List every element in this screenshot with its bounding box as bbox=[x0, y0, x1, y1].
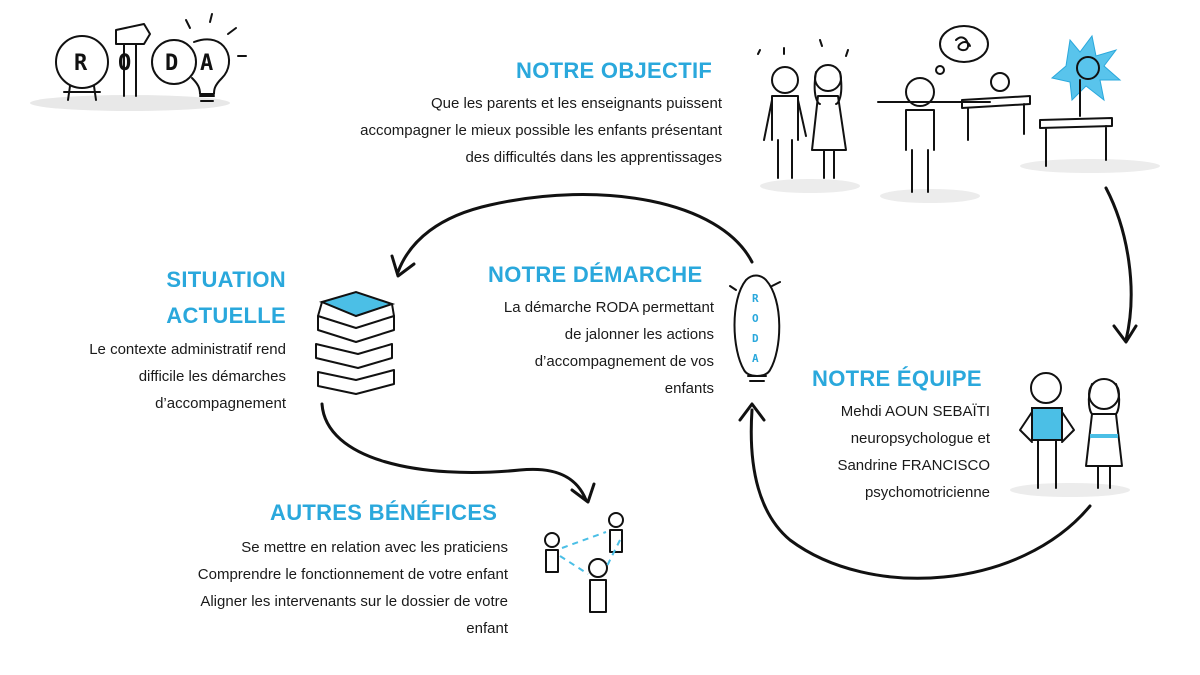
demarche-line: d’accompagnement de vos bbox=[534, 353, 714, 370]
equipe-line: neuropsychologue et bbox=[850, 430, 990, 447]
benefices-title: AUTRES BÉNÉFICES bbox=[270, 500, 498, 525]
objectif-text: Que les parents et les enseignants puiss… bbox=[360, 90, 722, 171]
equipe-line: Sandrine FRANCISCO bbox=[837, 457, 990, 474]
logo-letter-o: O bbox=[118, 51, 131, 76]
demarche-text: La démarche RODA permettant de jalonner … bbox=[504, 294, 714, 402]
svg-text:R: R bbox=[752, 292, 759, 305]
network-people-icon bbox=[544, 512, 624, 613]
demarche-line: enfants bbox=[664, 380, 714, 397]
benefices-line: Se mettre en relation avec les praticien… bbox=[241, 539, 508, 556]
benefices-line: Aligner les intervenants sur le dossier … bbox=[200, 593, 508, 610]
equipe-line: Mehdi AOUN SEBAÏTI bbox=[840, 403, 990, 420]
situation-line: difficile les démarches bbox=[138, 368, 286, 385]
roda-lightbulb-icon: R O D A bbox=[729, 274, 781, 382]
situation-text: Le contexte administratif rend difficile… bbox=[89, 336, 286, 417]
logo-letter-d: D bbox=[165, 51, 178, 76]
demarche-title: NOTRE DÉMARCHE bbox=[488, 262, 703, 287]
books-stack-icon bbox=[315, 290, 396, 395]
logo-letter-r: R bbox=[74, 51, 88, 76]
equipe-text: Mehdi AOUN SEBAÏTI neuropsychologue et S… bbox=[837, 398, 990, 506]
team-members-icon bbox=[1010, 372, 1130, 497]
situation-title-line: SITUATION bbox=[166, 267, 286, 292]
parents-children-scene-icon bbox=[757, 25, 1160, 203]
objectif-title: NOTRE OBJECTIF bbox=[516, 58, 713, 83]
situation-line: Le contexte administratif rend bbox=[89, 341, 286, 358]
arrow-equipe-to-demarche bbox=[749, 408, 1092, 580]
arrow-objectif-to-equipe bbox=[1104, 186, 1133, 342]
svg-text:D: D bbox=[752, 332, 759, 345]
arrow-situation-to-benefices bbox=[320, 402, 588, 502]
situation-line: d’accompagnement bbox=[155, 395, 286, 412]
svg-text:A: A bbox=[752, 352, 759, 365]
situation-title: SITUATION ACTUELLE bbox=[166, 262, 286, 334]
objectif-line: accompagner le mieux possible les enfant… bbox=[360, 122, 722, 139]
equipe-line: psychomotricienne bbox=[864, 484, 990, 501]
demarche-line: de jalonner les actions bbox=[564, 326, 714, 343]
benefices-text: Se mettre en relation avec les praticien… bbox=[198, 534, 508, 642]
benefices-line: Comprendre le fonctionnement de votre en… bbox=[197, 566, 508, 583]
arrow-demarche-to-situation bbox=[396, 193, 754, 274]
situation-title-line: ACTUELLE bbox=[166, 303, 286, 328]
objectif-line: des difficultés dans les apprentissages bbox=[465, 149, 722, 166]
demarche-line: La démarche RODA permettant bbox=[503, 299, 714, 316]
logo-letter-a: A bbox=[200, 51, 213, 76]
svg-text:O: O bbox=[752, 312, 759, 325]
objectif-line: Que les parents et les enseignants puiss… bbox=[430, 95, 722, 112]
equipe-title: NOTRE ÉQUIPE bbox=[812, 366, 982, 391]
benefices-line: enfant bbox=[466, 620, 508, 637]
roda-logo-icon: R O D A bbox=[30, 13, 247, 111]
